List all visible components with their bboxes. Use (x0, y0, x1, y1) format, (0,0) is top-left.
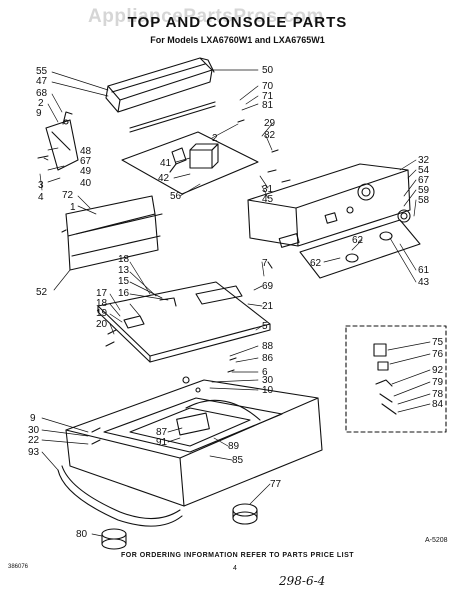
callout-68: 68 (36, 88, 48, 99)
callout-19: 19 (96, 308, 108, 319)
timer-assembly (121, 131, 259, 195)
leveling-foot (101, 528, 127, 550)
callout-52: 52 (36, 287, 48, 298)
callout-78: 78 (432, 389, 444, 400)
callout-67: 67 (80, 156, 92, 167)
console-panel (247, 163, 411, 248)
callout-45: 45 (262, 194, 274, 205)
callout-40: 40 (80, 178, 92, 189)
washer-top-cabinet (65, 379, 323, 507)
callout-56: 56 (170, 191, 182, 202)
callout-54: 54 (418, 165, 430, 176)
callout-92: 92 (432, 365, 444, 376)
callout-87: 87 (156, 427, 168, 438)
callout-80: 80 (76, 529, 88, 540)
watermark: AppliancePartsPros.com (88, 6, 324, 27)
callout-18-upper: 18 (118, 254, 130, 265)
callout-31: 31 (262, 184, 274, 195)
callout-9: 9 (36, 108, 42, 119)
callout-29: 29 (264, 118, 276, 129)
callout-82: 82 (264, 130, 276, 141)
callout-41: 41 (160, 158, 172, 169)
tub-ring (232, 503, 258, 525)
callout-88: 88 (262, 341, 274, 352)
callout-91: 91 (156, 437, 168, 448)
callout-86: 86 (262, 353, 274, 364)
callout-4: 4 (38, 192, 44, 203)
callout-55: 55 (36, 66, 48, 77)
small-parts-inset (345, 325, 447, 433)
callout-81: 81 (262, 100, 274, 111)
callout-15: 15 (118, 276, 130, 287)
ordering-footer-note: FOR ORDERING INFORMATION REFER TO PARTS … (120, 552, 355, 559)
callout-10: 10 (262, 385, 274, 396)
left-end-bracket (37, 111, 79, 171)
callout-2: 2 (38, 98, 44, 109)
callout-17: 17 (96, 288, 108, 299)
knob-tray (299, 209, 421, 279)
callout-76: 76 (432, 349, 444, 360)
callout-58: 58 (418, 195, 430, 206)
callout-50: 50 (262, 65, 274, 76)
callout-6: 6 (262, 367, 268, 378)
callout-48: 48 (80, 146, 92, 157)
callout-62-lower: 62 (310, 258, 322, 269)
callout-77: 77 (270, 479, 282, 490)
callout-20: 20 (96, 319, 108, 330)
callout-72: 72 (62, 190, 74, 201)
diagram-subtitle: For Models LXA6760W1 and LXA6765W1 (150, 35, 325, 45)
diagram-title: TOP AND CONSOLE PARTS (127, 14, 348, 31)
callout-3: 3 (38, 180, 44, 191)
callout-69: 69 (262, 281, 274, 292)
leader-lines (39, 69, 431, 537)
callout-labels: 55 47 68 2 9 48 67 49 40 3 4 72 1 52 50 … (28, 65, 444, 540)
callout-32: 32 (418, 155, 430, 166)
console-top-part (105, 57, 216, 133)
callout-30-left: 30 (28, 425, 40, 436)
callout-16: 16 (118, 288, 130, 299)
callout-1: 1 (70, 202, 76, 213)
callout-49: 49 (80, 166, 92, 177)
rear-panel (65, 195, 163, 271)
callout-7: 7 (262, 258, 268, 269)
callout-62-upper: 62 (352, 235, 364, 246)
callout-93: 93 (28, 447, 40, 458)
callout-71: 71 (262, 91, 274, 102)
callout-22: 22 (28, 435, 40, 446)
page-number: 4 (233, 565, 237, 572)
callout-70: 70 (262, 81, 274, 92)
callout-85: 85 (232, 455, 244, 466)
handwritten-document-number: 298-6-4 (279, 574, 326, 588)
callout-2-timer: 2 (212, 133, 218, 144)
callout-79: 79 (432, 377, 444, 388)
callout-21: 21 (262, 301, 274, 312)
callout-47: 47 (36, 76, 48, 87)
callout-30-right: 30 (262, 375, 274, 386)
callout-43: 43 (418, 277, 430, 288)
callout-59: 59 (418, 185, 430, 196)
callout-61: 61 (418, 265, 430, 276)
callout-18-lower: 18 (96, 298, 108, 309)
sheet-part-number: 386076 (8, 564, 29, 570)
callout-13: 13 (118, 265, 130, 276)
callout-9-lower: 9 (30, 413, 36, 424)
callout-42: 42 (158, 173, 170, 184)
figure-reference: A-5208 (425, 537, 448, 544)
screws (61, 119, 291, 445)
lid-gasket (57, 465, 183, 527)
callout-84: 84 (432, 399, 444, 410)
callout-75: 75 (432, 337, 444, 348)
callout-89: 89 (228, 441, 240, 452)
callout-67-console: 67 (418, 175, 430, 186)
callout-5: 5 (262, 321, 268, 332)
